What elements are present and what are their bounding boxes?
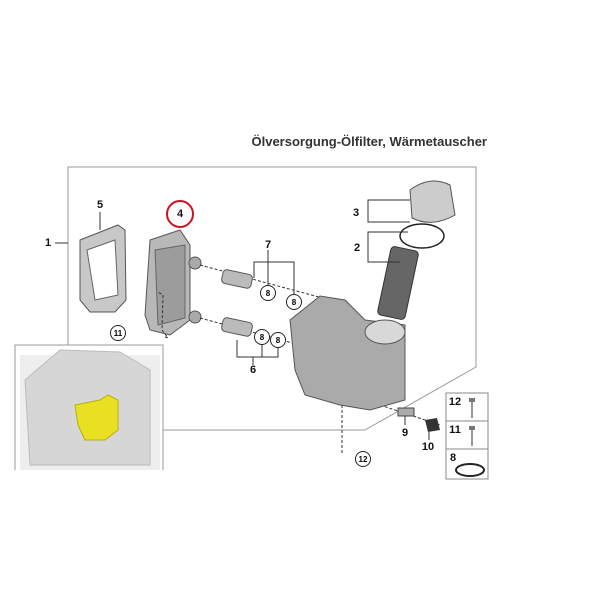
engine-inset-image	[20, 349, 160, 470]
callout-6: 6	[249, 364, 257, 376]
sensor-9	[397, 407, 415, 417]
callout-12: 12	[355, 451, 371, 467]
legend-label-12: 12	[448, 396, 462, 408]
oil-filter-2	[377, 246, 419, 320]
callout-4[interactable]: 4	[176, 208, 184, 220]
highlight-circle	[166, 200, 194, 228]
callout-3: 3	[352, 207, 360, 219]
callout-2: 2	[353, 242, 361, 254]
legend-label-11: 11	[449, 424, 461, 436]
callout-7: 7	[264, 239, 272, 251]
valve-10	[425, 418, 440, 432]
callout-10: 10	[421, 441, 435, 453]
callout-8: 8	[286, 294, 302, 310]
sleeve-7	[221, 269, 253, 289]
callout-11: 11	[110, 325, 126, 341]
filter-cap-3	[409, 180, 456, 223]
o-ring	[399, 223, 445, 249]
callout-8: 8	[260, 285, 276, 301]
callout-5: 5	[96, 199, 104, 211]
callout-1: 1	[44, 237, 52, 249]
callout-8: 8	[254, 329, 270, 345]
fastener-legend	[445, 392, 489, 480]
sleeve-6	[221, 317, 253, 337]
legend-label-8: 8	[449, 452, 457, 464]
callout-8: 8	[270, 332, 286, 348]
group-frame	[14, 166, 477, 470]
diagram-title: Ölversorgung-Ölfilter, Wärmetauscher	[251, 134, 487, 149]
callout-9: 9	[401, 427, 409, 439]
